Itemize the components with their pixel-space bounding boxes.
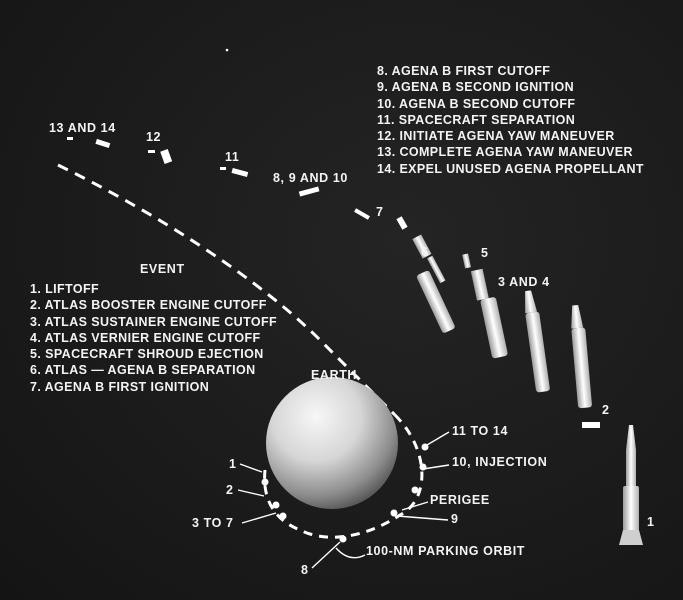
label-11: 11 [225, 150, 240, 164]
orbit-point-8: 8 [301, 563, 309, 577]
event-item: 5. SPACECRAFT SHROUD EJECTION [30, 347, 264, 362]
event-item: 1. LIFTOFF [30, 282, 100, 296]
orbit-point-9: 9 [451, 512, 459, 526]
orbit-point-2: 2 [226, 483, 234, 497]
event-item: 12. INITIATE AGENA YAW MANEUVER [377, 129, 615, 144]
earth-globe [266, 377, 398, 509]
orbit-point-11-to-14: 11 TO 14 [452, 424, 508, 438]
agena-stages [67, 137, 408, 230]
event-item: 4. ATLAS VERNIER ENGINE CUTOFF [30, 330, 261, 345]
orbit-leaders [237, 431, 450, 569]
booster-skirt [582, 422, 600, 428]
orbit-point-3-to-7: 3 TO 7 [192, 516, 234, 530]
event-list-title: EVENT [140, 262, 185, 276]
event-item: 14. EXPEL UNUSED AGENA PROPELLANT [377, 161, 644, 176]
ascent-trajectory [57, 163, 397, 417]
rocket-stage-6 [412, 234, 446, 284]
label-3-and-4: 3 AND 4 [498, 275, 550, 289]
rocket-liftoff [619, 425, 643, 545]
event-item: 11. SPACECRAFT SEPARATION [377, 112, 576, 127]
event-list-8-14: 8. AGENA B FIRST CUTOFF 9. AGENA B SECON… [377, 63, 644, 177]
label-5: 5 [481, 246, 489, 260]
event-list-1-7: 1. LIFTOFF 2. ATLAS BOOSTER ENGINE CUTOF… [30, 281, 277, 395]
earth-title: EARTH [311, 368, 358, 382]
label-6: 6 [421, 245, 429, 259]
event-item: 13. COMPLETE AGENA YAW MANEUVER [377, 145, 633, 160]
rocket-stage-2 [571, 304, 592, 409]
perigee-label: PERIGEE [430, 493, 490, 507]
star-dot [225, 48, 229, 52]
label-12: 12 [146, 130, 162, 144]
label-13-and-14: 13 AND 14 [49, 121, 116, 135]
event-item: 3. ATLAS SUSTAINER ENGINE CUTOFF [30, 314, 278, 329]
orbit-point-1: 1 [229, 457, 237, 471]
label-7: 7 [376, 205, 384, 219]
event-item: 9. AGENA B SECOND IGNITION [377, 80, 574, 95]
rocket-stage-3-4 [525, 290, 550, 393]
event-item: 10. AGENA B SECOND CUTOFF [377, 96, 576, 111]
event-item: 7. AGENA B FIRST IGNITION [30, 379, 210, 394]
event-item: 6. ATLAS — AGENA B SEPARATION [30, 363, 256, 378]
injection-label: 10, INJECTION [452, 455, 548, 469]
label-8-9-and-10: 8, 9 AND 10 [273, 171, 348, 185]
label-2: 2 [602, 403, 610, 417]
event-item: 8. AGENA B FIRST CUTOFF [377, 64, 551, 78]
rocket-stage-6b [416, 270, 455, 333]
label-1: 1 [647, 515, 655, 529]
event-item: 2. ATLAS BOOSTER ENGINE CUTOFF [30, 298, 267, 313]
rocket-stage-5 [462, 253, 508, 359]
parking-orbit-label: 100-NM PARKING ORBIT [366, 544, 526, 558]
